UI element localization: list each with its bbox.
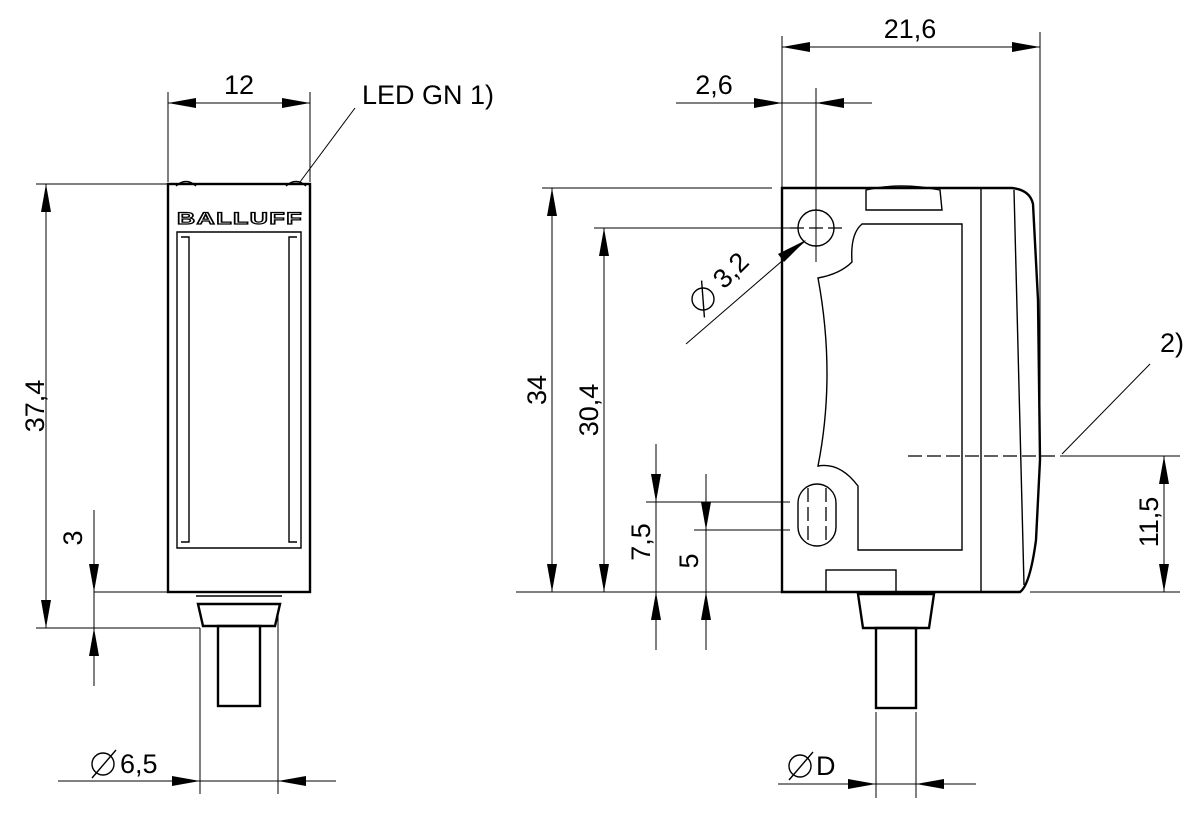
left-cable-stub xyxy=(216,624,262,708)
right-view: 21,6 2,6 3,2 34 30,4 xyxy=(516,14,1184,798)
lens-window-outer xyxy=(176,231,302,549)
dim-hole-diameter-3-2: 3,2 xyxy=(707,246,755,294)
brand-label: BALLUFF xyxy=(177,209,303,228)
note-leader-line xyxy=(1061,363,1151,455)
brand-logo: BALLUFF xyxy=(176,208,303,228)
led-label: LED GN 1) xyxy=(362,80,494,110)
diameter-symbol-icon xyxy=(788,751,814,781)
top-tab xyxy=(865,185,943,211)
dim-cable-diameter-d: D xyxy=(816,751,836,781)
right-connector-base xyxy=(825,569,897,593)
note-label: 2) xyxy=(1160,328,1184,358)
dim-slot-height-7-5: 7,5 xyxy=(626,523,656,561)
mounting-slot xyxy=(797,483,837,547)
dim-diameter-6-5: 6,5 xyxy=(120,749,158,779)
dim-height-37-4: 37,4 xyxy=(20,380,50,433)
diameter-symbol-icon xyxy=(91,749,117,779)
led-bump-left xyxy=(175,180,197,187)
dim-slot-length-5: 5 xyxy=(674,553,704,568)
dim-hole-height-30-4: 30,4 xyxy=(574,384,604,437)
left-connector-nut xyxy=(196,602,282,628)
dim-width-12: 12 xyxy=(224,70,254,100)
housing-step-line-2 xyxy=(1013,189,1025,586)
right-connector-nut xyxy=(856,592,936,630)
lens-rail-right xyxy=(288,236,297,543)
lens-rail-left xyxy=(181,236,190,543)
left-housing-outline xyxy=(166,182,312,594)
dim-hole-offset-2-6: 2,6 xyxy=(695,70,733,100)
dim-offset-3: 3 xyxy=(58,530,88,545)
left-view: BALLUFF 12 LED GN 1) 37,4 3 xyxy=(20,70,494,794)
dim-axis-height-11-5: 11,5 xyxy=(1134,497,1164,548)
dim-width-21-6: 21,6 xyxy=(884,14,937,44)
diameter-symbol-icon xyxy=(691,280,715,318)
side-window-cutout xyxy=(817,223,963,551)
dim-height-34: 34 xyxy=(522,375,552,405)
right-cable-stub xyxy=(874,626,918,710)
right-housing-outline xyxy=(780,186,1042,594)
led-bump-right xyxy=(285,180,307,187)
led-leader-line xyxy=(299,107,356,183)
